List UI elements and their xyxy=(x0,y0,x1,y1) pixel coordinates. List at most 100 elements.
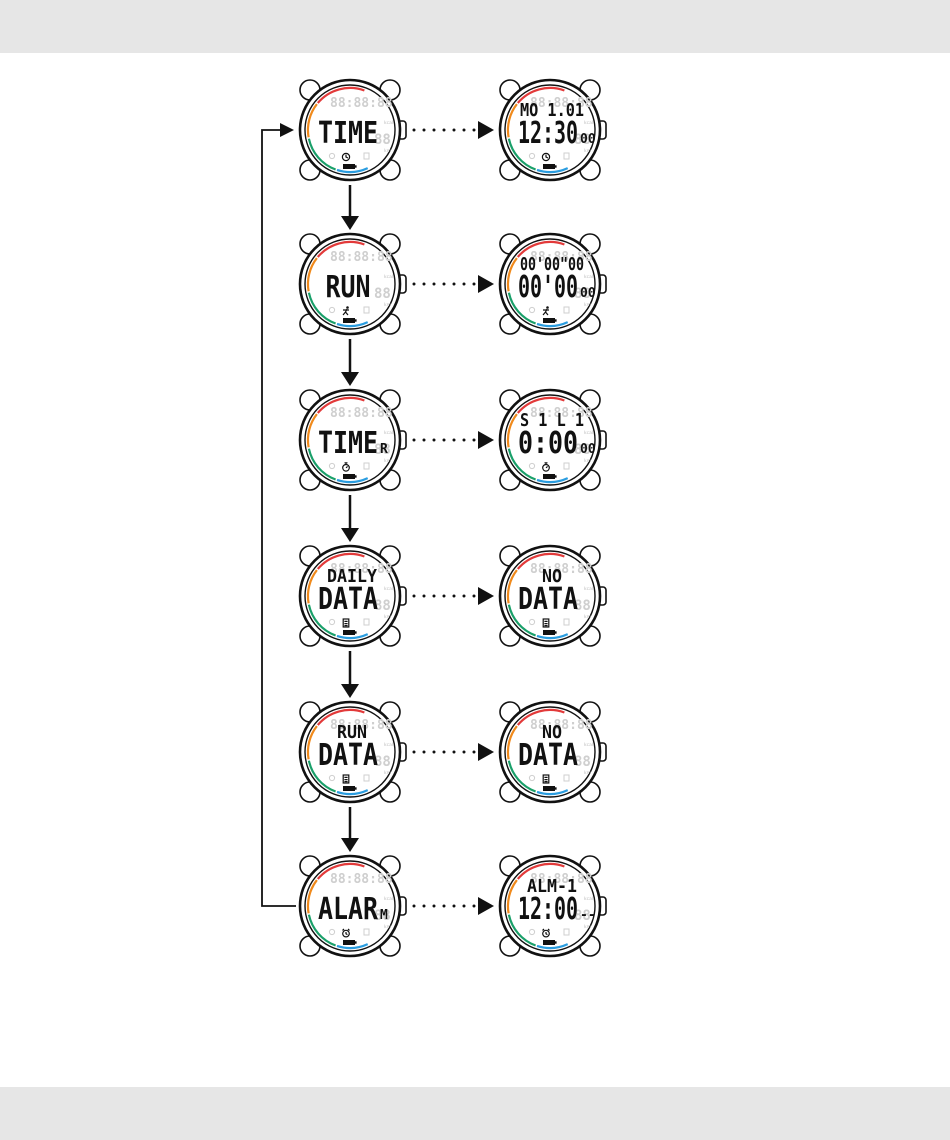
alarm-icon xyxy=(542,928,550,938)
watch-faces: 88:88:88 88 kcal km TIME 88:88:88 88 kcal km MO 1… xyxy=(298,78,607,958)
arc-green xyxy=(507,448,537,481)
arc-orange xyxy=(506,413,518,448)
lcd-ghost-icon xyxy=(328,152,336,160)
arc-red xyxy=(516,708,565,726)
arc-red xyxy=(316,862,365,880)
lcd-ghost-icon xyxy=(528,306,536,314)
arc-red xyxy=(316,86,365,104)
arc-green xyxy=(507,604,537,637)
arc-red xyxy=(516,396,565,414)
lcd-ghost-icon xyxy=(363,928,370,936)
lcd-tiny-label: km xyxy=(584,458,591,464)
arc-green xyxy=(307,760,337,793)
battery-icon xyxy=(543,318,555,323)
lcd-ghost-icon xyxy=(363,306,370,314)
arc-green xyxy=(307,914,337,947)
arc-red xyxy=(516,862,565,880)
lcd-ghost-side: 88 xyxy=(574,442,591,458)
lcd-ghost-icon xyxy=(528,928,536,936)
battery-icon xyxy=(343,474,355,479)
arc-blue xyxy=(336,633,369,640)
battery-icon xyxy=(543,786,555,791)
arc-green xyxy=(307,448,337,481)
lcd-tiny-label: kcal xyxy=(384,120,393,126)
lcd-tiny-label: kcal xyxy=(584,120,593,126)
arc-green xyxy=(507,760,537,793)
arc-orange xyxy=(306,257,318,292)
lcd-tiny-label: km xyxy=(384,770,391,776)
battery-icon xyxy=(543,940,555,945)
lcd-line2: TIME xyxy=(318,116,378,151)
lcd-line2: 12:00 xyxy=(518,892,578,927)
lcd-ghost-side: 88 xyxy=(374,132,391,148)
watch-dial xyxy=(304,860,396,952)
lcd-tiny-label: kcal xyxy=(384,586,393,592)
arc-orange xyxy=(506,725,518,760)
lcd-ghost-icon xyxy=(528,774,536,782)
watch-dial xyxy=(304,394,396,486)
lcd-line2: DATA xyxy=(518,738,578,773)
lcd-ghost-icon xyxy=(563,618,570,626)
lcd-small: M xyxy=(380,908,388,923)
down-arrow-head xyxy=(341,216,359,230)
battery-tip xyxy=(355,165,357,168)
arc-red xyxy=(316,708,365,726)
lcd-line1: NO xyxy=(542,566,562,587)
battery-icon xyxy=(343,318,355,323)
arc-red xyxy=(516,240,565,258)
lcd-ghost-side: 88 xyxy=(574,132,591,148)
arc-green xyxy=(307,292,337,325)
lcd-ghost-icon xyxy=(528,462,536,470)
memo-icon xyxy=(342,774,350,784)
lcd-small: 00 xyxy=(580,286,596,301)
battery-tip xyxy=(355,631,357,634)
lcd-tiny-label: kcal xyxy=(584,274,593,280)
lcd-ghost-top: 88:88:88 xyxy=(330,718,393,733)
lcd-ghost-icon xyxy=(328,618,336,626)
lcd-line1: 00'00"00 xyxy=(520,254,584,275)
lcd-tiny-label: kcal xyxy=(584,896,593,902)
arc-red xyxy=(316,396,365,414)
lcd-tiny-label: kcal xyxy=(384,430,393,436)
lcd-tiny-label: km xyxy=(384,458,391,464)
arc-blue xyxy=(536,167,569,174)
arc-blue xyxy=(336,321,369,328)
lcd-tiny-label: kcal xyxy=(584,430,593,436)
lcd-line2: DATA xyxy=(518,582,578,617)
lcd-tiny-label: km xyxy=(384,614,391,620)
watch-dial xyxy=(504,706,596,798)
lcd-line1: MO 1.01 xyxy=(520,100,584,121)
lcd-tiny-label: km xyxy=(584,770,591,776)
arc-red xyxy=(316,552,365,570)
lcd-ghost-side: 88 xyxy=(574,598,591,614)
battery-icon xyxy=(543,164,555,169)
lcd-line1: S 1 L 1 xyxy=(520,410,584,431)
runner-icon xyxy=(542,306,549,316)
arrow-head xyxy=(478,275,494,293)
lcd-ghost-icon xyxy=(328,774,336,782)
lcd-tiny-label: km xyxy=(584,924,591,930)
runner-icon xyxy=(342,306,349,316)
lcd-ghost-icon xyxy=(563,928,570,936)
lcd-ghost-side: 88 xyxy=(574,286,591,302)
arc-orange xyxy=(306,569,318,604)
lcd-ghost-top: 88:88:88 xyxy=(330,562,393,577)
arc-blue xyxy=(336,477,369,484)
lcd-ghost-icon xyxy=(563,152,570,160)
arrow-head xyxy=(478,743,494,761)
footer-band xyxy=(0,1087,950,1140)
clock-icon xyxy=(341,152,351,162)
arc-orange xyxy=(506,569,518,604)
lcd-ghost-top: 88:88:88 xyxy=(530,96,593,111)
arc-green xyxy=(507,138,537,171)
watch-dial xyxy=(304,84,396,176)
lcd-small: 00 xyxy=(580,442,596,457)
lcd-ghost-icon xyxy=(528,152,536,160)
memo-icon xyxy=(542,774,550,784)
arrow-head xyxy=(478,431,494,449)
watch-dial xyxy=(304,550,396,642)
battery-icon xyxy=(343,630,355,635)
